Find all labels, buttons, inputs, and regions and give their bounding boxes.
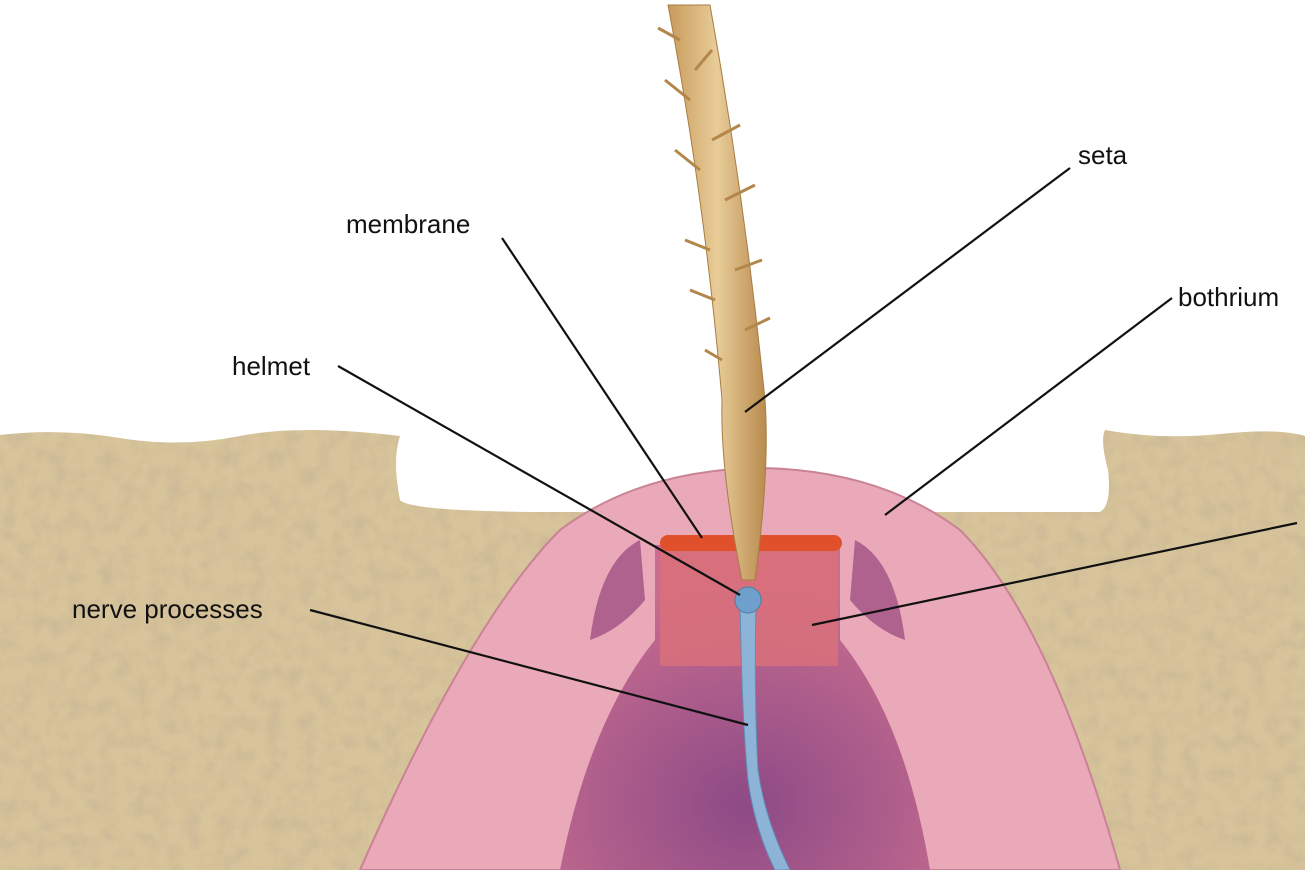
membrane-leader: [501, 237, 703, 539]
bothrium-pocket-left: [590, 540, 645, 640]
seta-spines: [657, 26, 771, 362]
bothrium-leader: [884, 297, 1173, 516]
nerve-ending: [734, 586, 762, 614]
label-bothrium: bothrium: [1178, 282, 1280, 312]
helmet-leader: [337, 365, 741, 596]
bothrium-pocket-right: [850, 540, 905, 640]
leader-lines: [309, 167, 1298, 727]
seta-shape: [667, 4, 767, 581]
label-helmet: helmet: [232, 351, 311, 381]
seta-leader: [744, 167, 1071, 413]
label-seta: seta: [1078, 140, 1128, 170]
label-membrane: membrane: [346, 209, 471, 239]
unlabeled-leader: [811, 521, 1298, 627]
nerve-processes-leader: [309, 608, 749, 727]
label-nerve-processes: nerve processes: [72, 594, 263, 624]
